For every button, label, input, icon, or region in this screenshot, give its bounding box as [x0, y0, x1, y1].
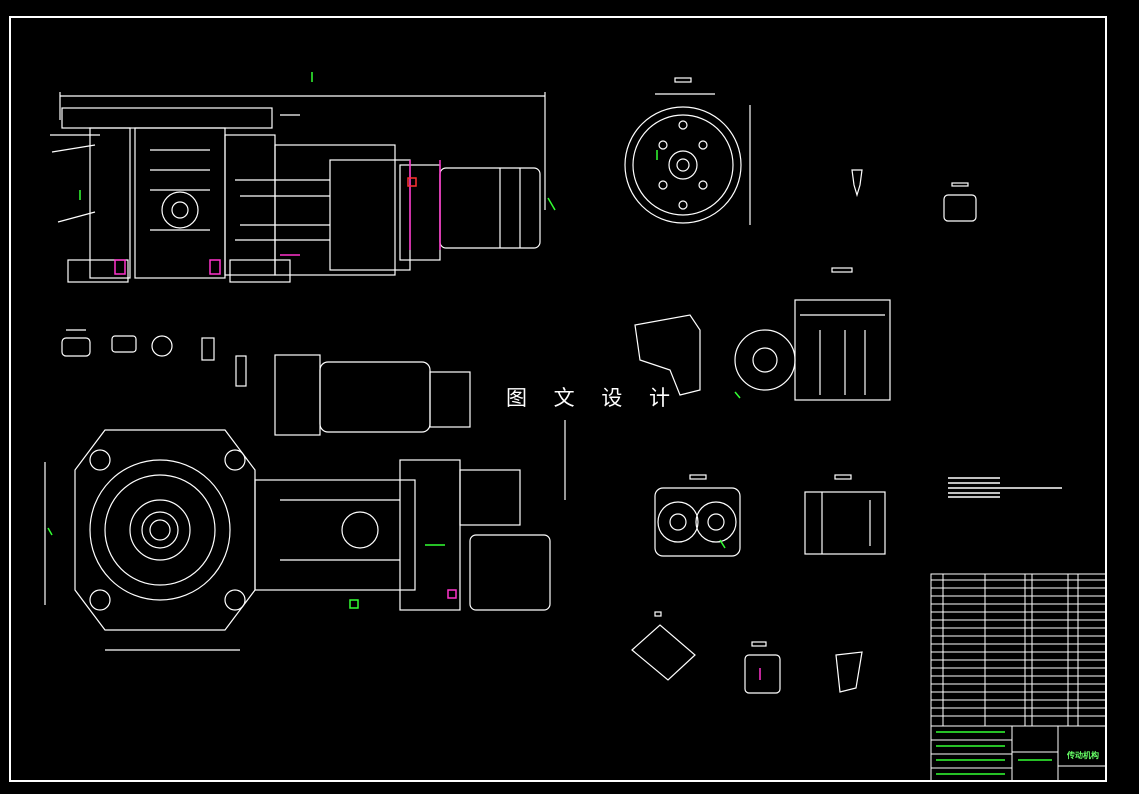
small-pin-detail [851, 169, 977, 222]
front-section-accents [79, 72, 556, 275]
top-section-accents [47, 527, 457, 609]
coupling-detail-view [654, 474, 886, 557]
title-block-accents [936, 731, 1052, 775]
housing-detail-view [634, 267, 891, 401]
small-parts-row [61, 329, 247, 387]
top-section-view [44, 354, 566, 651]
title-block [930, 725, 1107, 782]
drawing-frame [9, 16, 1107, 782]
watermark-text: 图 文 设 计 [506, 386, 681, 410]
flange-detail-view [624, 77, 751, 225]
technical-notes [948, 477, 1062, 498]
front-section-view [50, 92, 546, 283]
bracket-parts-row [631, 611, 863, 694]
drawing-title: 传动机构 [1067, 751, 1099, 760]
detail-accents [656, 150, 761, 680]
